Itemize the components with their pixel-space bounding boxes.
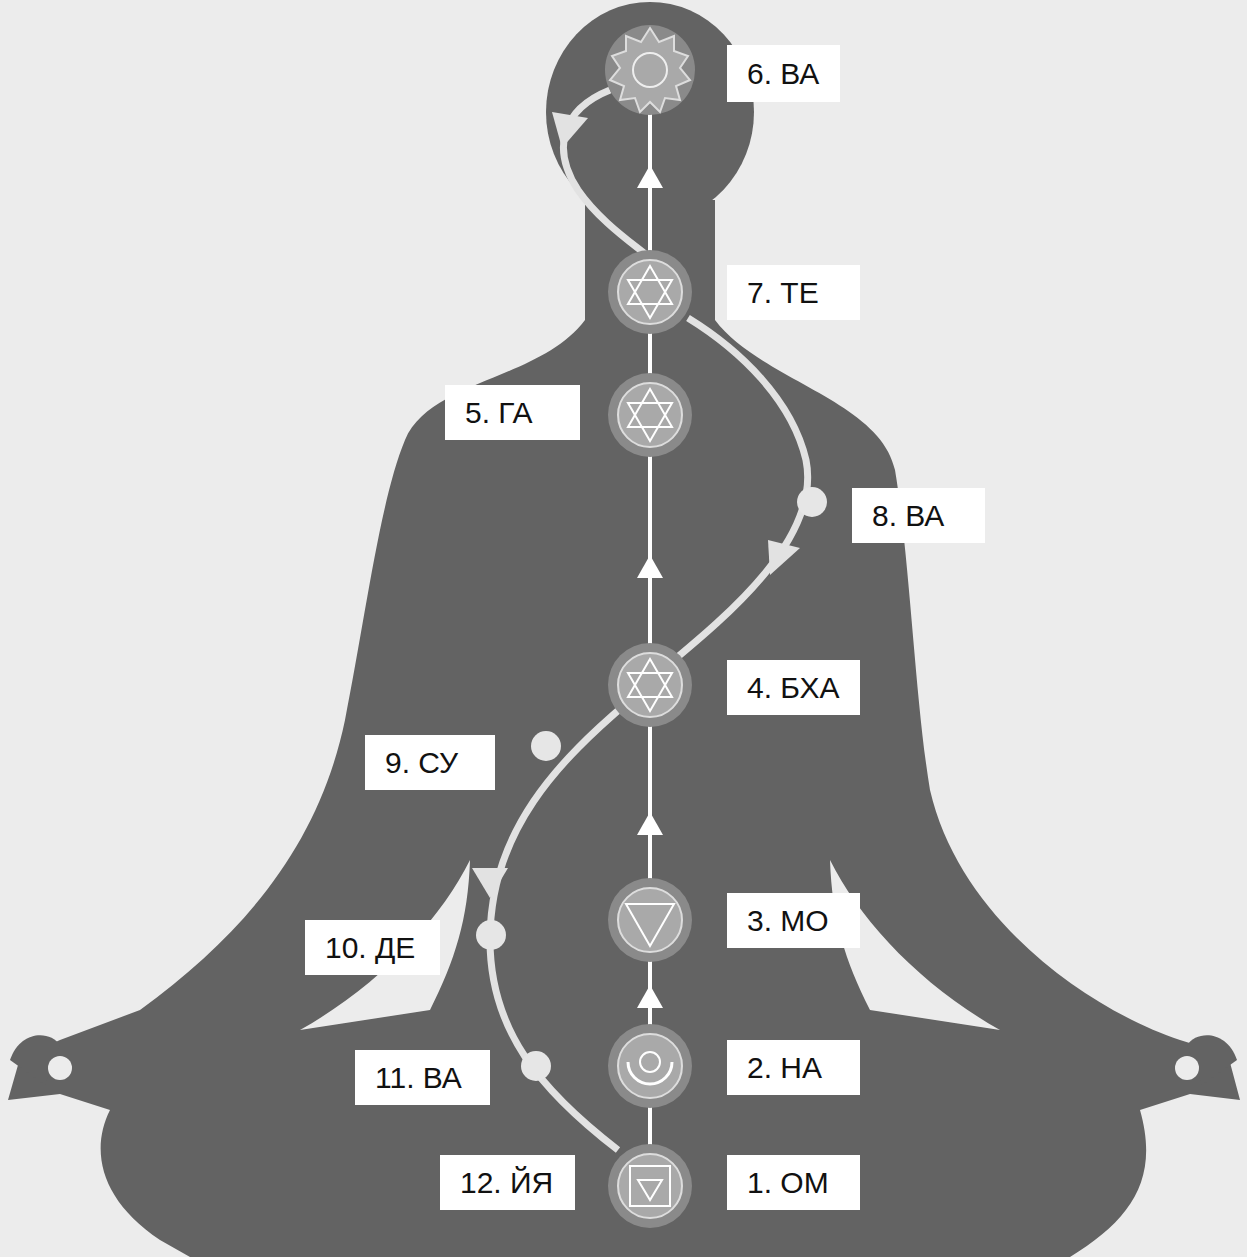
label-box: 9. СУ — [365, 735, 495, 790]
label-box: 4. БХА — [727, 660, 860, 715]
up-arrow — [637, 812, 663, 835]
label-box: 11. ВА — [355, 1050, 490, 1105]
down-triangle — [638, 1180, 662, 1200]
chakra-disc — [605, 25, 695, 115]
inner-ring — [633, 53, 667, 87]
label-box: 6. ВА — [727, 45, 840, 102]
chakra — [608, 1024, 692, 1108]
chakra-disc — [608, 643, 692, 727]
point-dot — [797, 487, 827, 517]
label-box: 5. ГА — [445, 385, 580, 440]
right-mudra-ring — [1175, 1056, 1199, 1080]
chakra-label: 10. ДЕ — [325, 933, 415, 963]
point-dot — [521, 1051, 551, 1081]
down-arrow — [768, 540, 800, 575]
return-curve — [490, 702, 628, 1150]
label-box: 3. МО — [727, 893, 860, 948]
label-box: 10. ДЕ — [305, 920, 440, 975]
chakra — [608, 250, 692, 334]
hexagram-triangle — [628, 673, 672, 711]
left-mudra-ring — [48, 1056, 72, 1080]
hexagram-triangle — [628, 659, 672, 697]
chakra — [608, 643, 692, 727]
point-dot — [476, 920, 506, 950]
crown-chakra — [605, 25, 695, 115]
return-curve — [564, 90, 650, 258]
square — [630, 1166, 670, 1206]
chakra-label: 8. ВА — [872, 501, 944, 531]
return-curve — [662, 318, 808, 670]
inner-disc — [618, 1154, 682, 1218]
down-arrow — [472, 868, 508, 898]
label-box: 1. ОМ — [727, 1155, 860, 1210]
chakra-label: 4. БХА — [747, 673, 839, 703]
chakra-label: 12. ЙЯ — [460, 1168, 553, 1198]
hexagram-triangle — [628, 266, 672, 304]
chakra-disc — [608, 1144, 692, 1228]
label-box: 8. ВА — [852, 488, 985, 543]
down-arrow — [552, 112, 588, 148]
label-box: 12. ЙЯ — [440, 1155, 575, 1210]
chakra — [608, 1144, 692, 1228]
chakra-disc — [608, 878, 692, 962]
down-triangle — [626, 904, 674, 946]
inner-disc — [618, 653, 682, 717]
chakra-disc — [608, 250, 692, 334]
hexagram-triangle — [628, 389, 672, 427]
inner-ring — [640, 1052, 660, 1072]
chakra-label: 2. НА — [747, 1053, 822, 1083]
chakra-symbols — [605, 25, 695, 1228]
chakra — [608, 373, 692, 457]
up-arrow — [637, 165, 663, 188]
chakra-label: 1. ОМ — [747, 1168, 829, 1198]
label-box: 7. ТЕ — [727, 265, 860, 320]
inner-disc — [618, 260, 682, 324]
inner-disc — [618, 383, 682, 447]
inner-disc — [618, 888, 682, 952]
chakra-label: 9. СУ — [385, 748, 458, 778]
lotus-petals — [610, 28, 690, 112]
chakra — [608, 878, 692, 962]
torso-and-legs — [8, 200, 1240, 1257]
up-arrow — [637, 985, 663, 1008]
energy-channel — [472, 90, 827, 1150]
label-box: 2. НА — [727, 1040, 860, 1095]
curve-dots — [476, 487, 827, 1081]
chakra-disc — [608, 373, 692, 457]
hexagram-triangle — [628, 403, 672, 441]
inner-disc — [618, 1034, 682, 1098]
hexagram-triangle — [628, 280, 672, 318]
point-dot — [531, 731, 561, 761]
up-arrow — [637, 555, 663, 578]
chakra-label: 6. ВА — [747, 59, 819, 89]
left-arm-gap — [300, 860, 470, 1030]
body-silhouette — [8, 2, 1240, 1257]
chakra-label: 3. МО — [747, 906, 829, 936]
chakra-label: 7. ТЕ — [747, 278, 819, 308]
chakra-disc — [608, 1024, 692, 1108]
curve-arrows — [472, 112, 800, 898]
chakra-label: 5. ГА — [465, 398, 533, 428]
chakra-label: 11. ВА — [375, 1063, 462, 1093]
